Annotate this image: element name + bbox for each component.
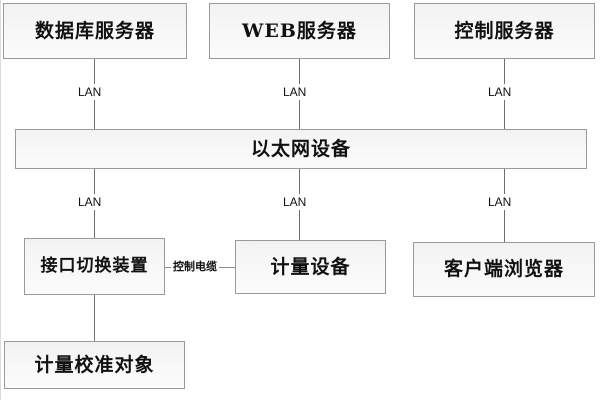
node-interface-switch-label: 接口切换装置 [40, 256, 149, 276]
node-client-browser-label: 客户端浏览器 [443, 258, 564, 280]
edge-label-lan-database-server: LAN [75, 84, 105, 100]
node-ethernet-device-label: 以太网设备 [250, 137, 351, 160]
node-database-server[interactable]: 数据库服务器 [3, 3, 187, 59]
edge-label-control-cable: 控制电缆 [171, 260, 219, 273]
node-database-server-label: 数据库服务器 [34, 19, 155, 42]
edge-label-lan-client-browser: LAN [485, 194, 515, 210]
node-calibration-object-label: 计量校准对象 [34, 353, 155, 376]
node-calibration-object[interactable]: 计量校准对象 [4, 341, 185, 389]
node-client-browser[interactable]: 客户端浏览器 [413, 242, 595, 297]
edge-label-lan-metering-device: LAN [280, 194, 310, 210]
node-interface-switch[interactable]: 接口切换装置 [24, 238, 165, 295]
node-web-server[interactable]: WEB服务器 [209, 3, 390, 59]
edge-label-lan-control-server: LAN [485, 84, 515, 100]
node-metering-device-label: 计量设备 [270, 255, 351, 278]
node-web-server-label: WEB服务器 [242, 19, 357, 42]
node-ethernet-device[interactable]: 以太网设备 [15, 129, 587, 169]
edge-label-lan-interface-switch: LAN [75, 194, 105, 210]
node-control-server-label: 控制服务器 [454, 19, 555, 42]
node-metering-device[interactable]: 计量设备 [235, 240, 386, 294]
connector-interface-switch-to-calibration-object [94, 295, 95, 341]
edge-label-lan-web-server: LAN [280, 84, 310, 100]
node-control-server[interactable]: 控制服务器 [414, 3, 595, 59]
